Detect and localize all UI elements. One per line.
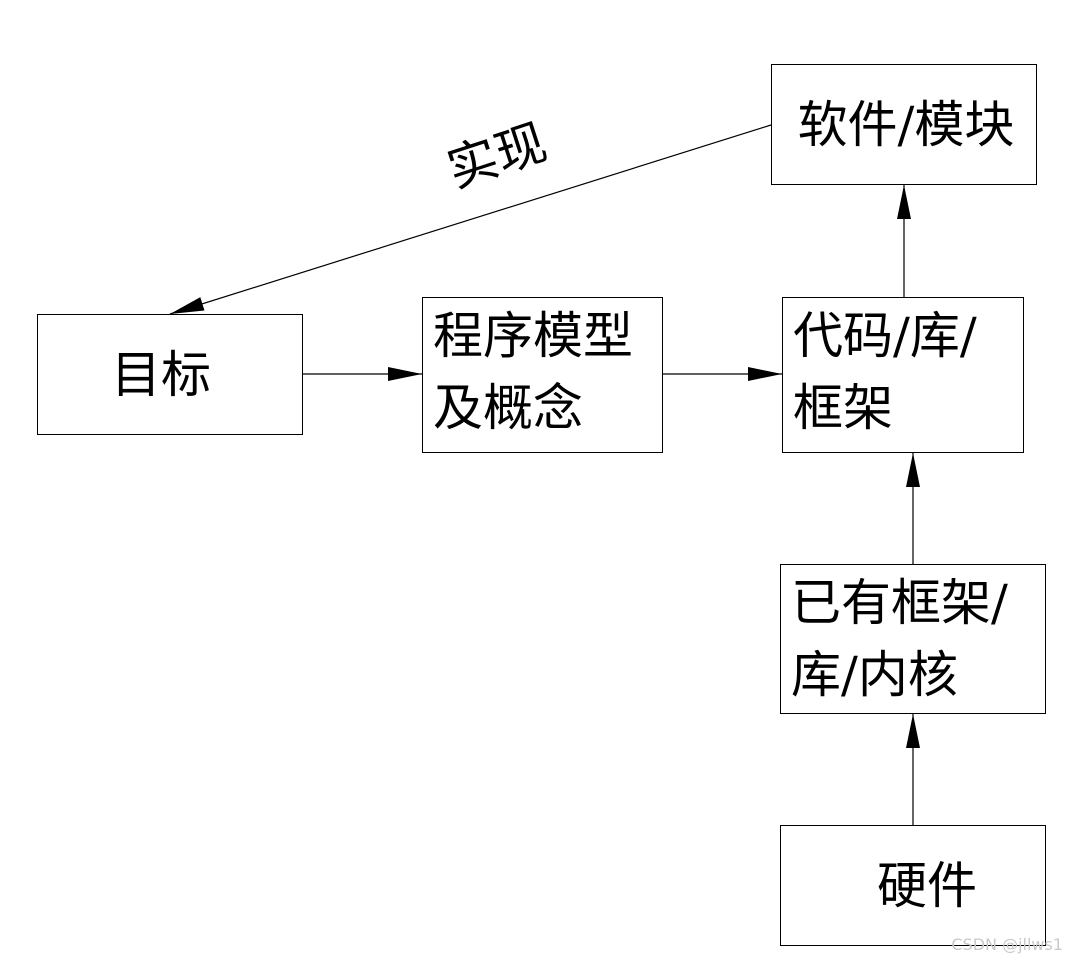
node-goal: 目标 xyxy=(37,314,303,435)
node-software-module-label: 软件/模块 xyxy=(797,95,1015,154)
node-code-line-2: 框架 xyxy=(793,379,893,437)
node-program-model-line-2: 及概念 xyxy=(433,379,583,437)
node-existing-line-2: 库/内核 xyxy=(791,646,958,704)
node-existing-framework: 已有框架/ 库/内核 xyxy=(780,564,1046,714)
node-program-model-line-1: 程序模型 xyxy=(433,307,633,365)
node-existing-line-1: 已有框架/ xyxy=(791,574,1008,632)
node-hardware-label: 硬件 xyxy=(877,856,977,915)
node-code-line-1: 代码/库/ xyxy=(793,307,977,365)
node-goal-label: 目标 xyxy=(111,345,211,404)
arrow-software-to-goal xyxy=(169,124,772,315)
node-code-library-framework: 代码/库/ 框架 xyxy=(782,297,1024,453)
node-software-module: 软件/模块 xyxy=(771,64,1037,185)
node-hardware: 硬件 xyxy=(780,825,1046,946)
node-program-model: 程序模型 及概念 xyxy=(422,297,663,453)
watermark: CSDN @jllws1 xyxy=(951,935,1063,954)
